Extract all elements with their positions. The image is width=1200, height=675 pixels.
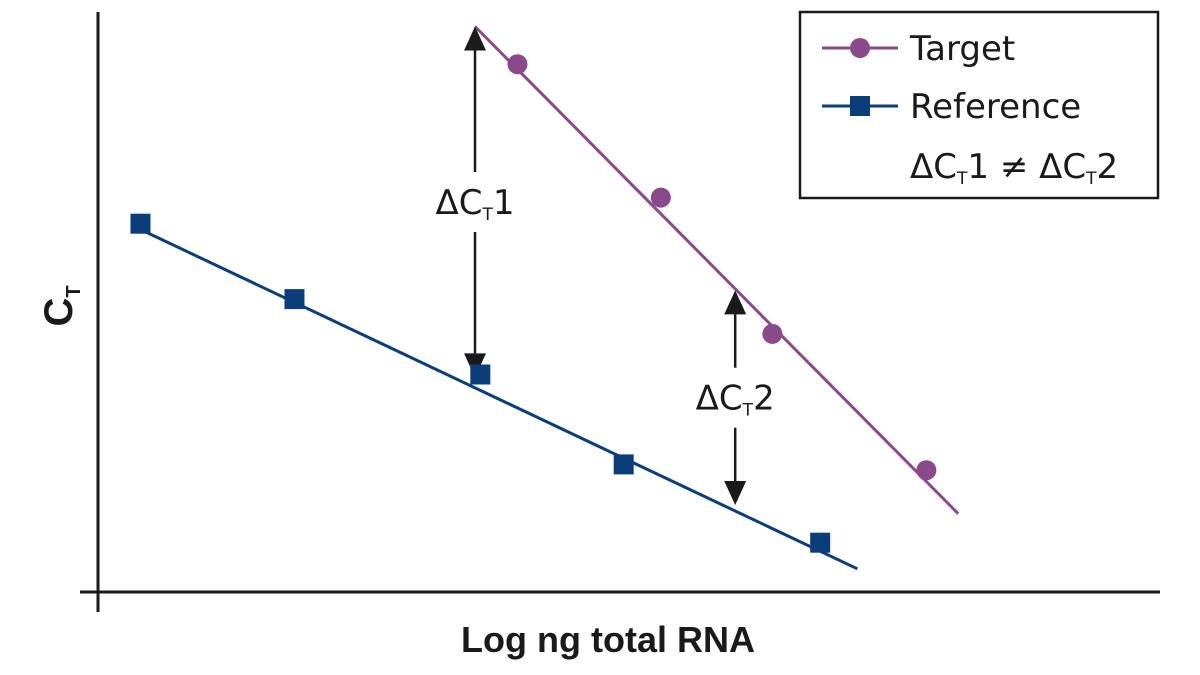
legend-target-label: Target [909,29,1015,69]
legend-note: ΔCT1 ≠ ΔCT2 [910,147,1118,189]
dct1-arrowhead-up [464,26,487,51]
legend: Target Reference ΔCT1 ≠ ΔCT2 [798,10,1160,200]
dct1-label: ΔCT1 [435,183,514,225]
dct1-label-sub: T [481,205,493,225]
legend-reference-marker [850,96,870,116]
target-point [650,187,671,208]
legend-note-a-prefix: ΔC [910,147,957,187]
dct2-arrowhead-up [724,290,747,315]
y-axis-title-main: C [37,298,81,327]
reference-point [810,532,831,553]
legend-reference-label: Reference [910,87,1081,127]
legend-note-b-sub: T [1085,169,1097,189]
dct2-label: ΔCT2 [696,379,775,421]
target-point [762,323,783,344]
reference-point [130,213,151,234]
dct2-arrowhead-down [724,481,747,505]
dct2-label-sub: T [742,401,754,421]
dct1-label-suffix: 1 [493,183,515,223]
y-axis-title: CT [37,285,85,326]
target-point [916,460,937,481]
reference-fit-line [139,228,858,571]
legend-note-b-prefix: ΔC [1039,147,1086,187]
dct1-label-prefix: ΔC [435,183,482,223]
target-point [507,54,528,75]
reference-point [470,364,491,385]
legend-target-marker [850,38,870,58]
reference-point [284,289,305,310]
legend-note-a-suffix: 1 [967,147,989,187]
y-axis-title-sub: T [63,285,85,297]
dct2-label-suffix: 2 [753,379,775,419]
target-fit-line [473,25,960,515]
axes [80,12,1160,612]
legend-note-neq: ≠ [989,147,1039,187]
x-axis-title: Log ng total RNA [461,619,755,660]
dct2-label-prefix: ΔC [696,379,743,419]
fit-lines [139,25,960,571]
legend-note-a-sub: T [956,169,968,189]
reference-point [613,454,634,475]
data-markers [130,54,937,553]
legend-note-b-suffix: 2 [1097,147,1119,187]
